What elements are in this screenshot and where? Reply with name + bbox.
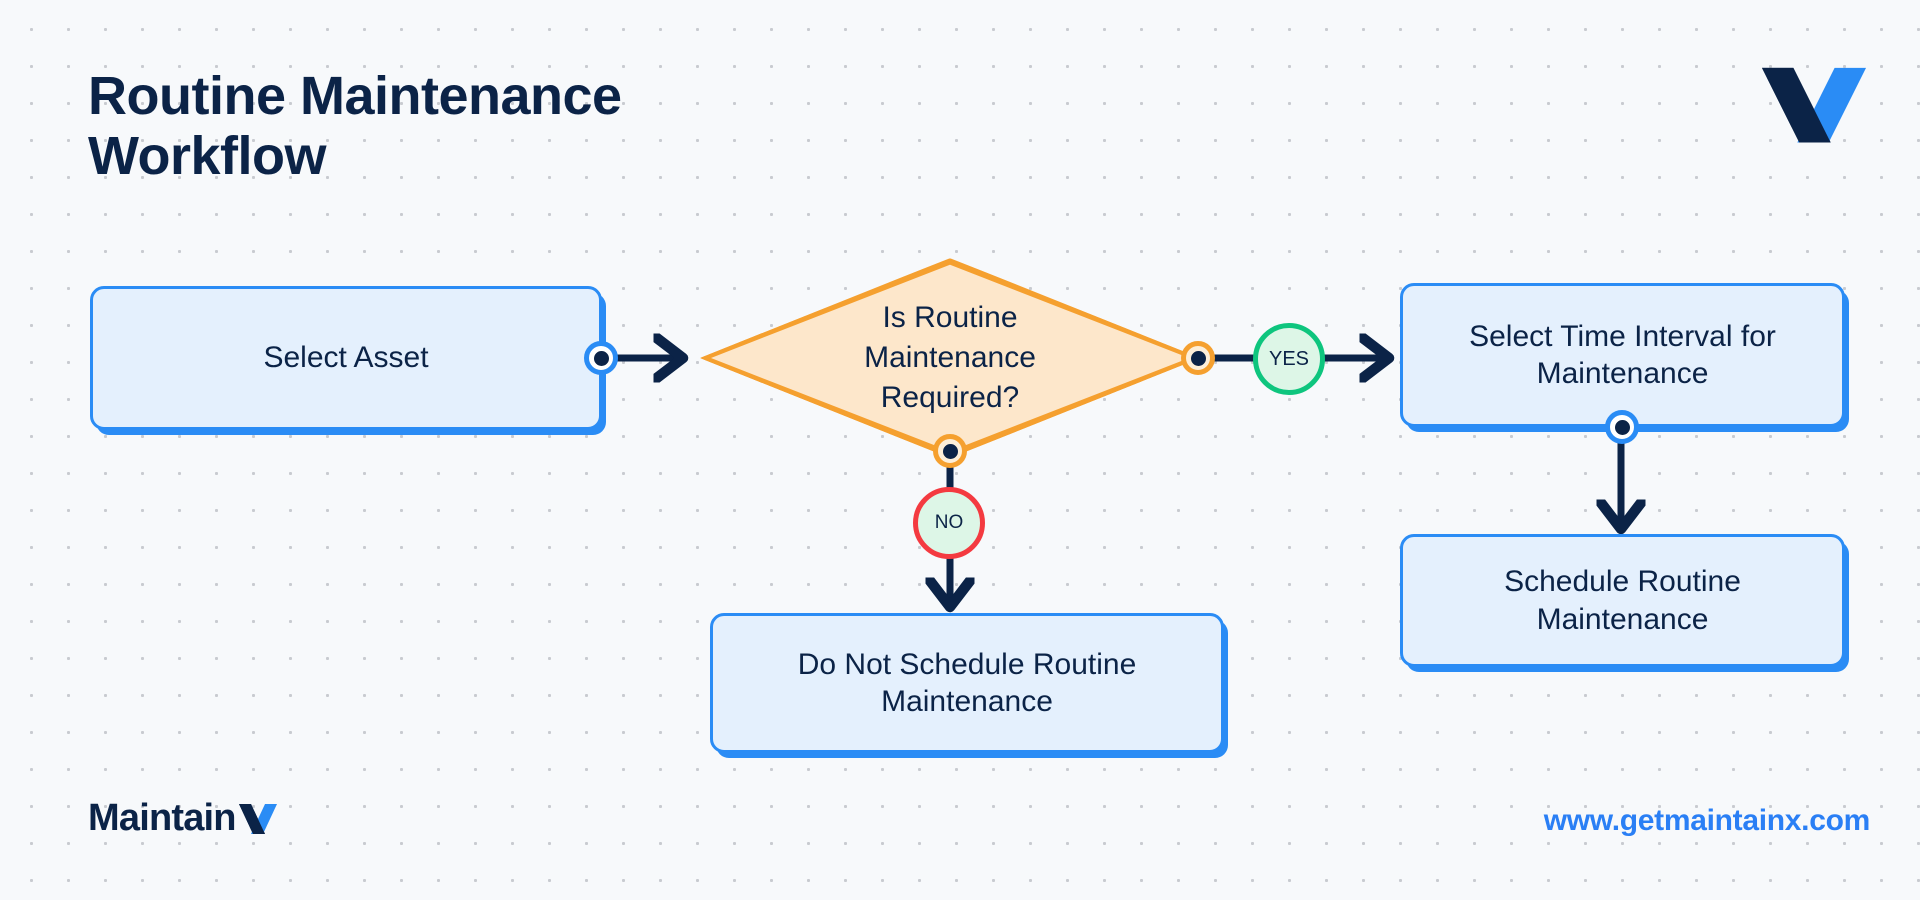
flow-node-schedule-routine-maintenance[interactable]: Schedule Routine Maintenance — [1400, 534, 1845, 667]
maintainx-wordmark: Maintain — [88, 797, 278, 840]
flow-node-do-not-schedule-routine-maintenance[interactable]: Do Not Schedule Routine Maintenance — [710, 613, 1224, 753]
flow-node-decision[interactable]: Is Routine Maintenance Required? — [700, 258, 1200, 458]
edge-badge-yes[interactable]: YES — [1253, 323, 1325, 395]
maintainx-x-logo-icon — [1760, 62, 1868, 148]
port-dot-select-asset-right[interactable] — [584, 341, 618, 375]
port-dot-decision-bottom[interactable] — [933, 434, 967, 468]
maintainx-x-logo-icon — [238, 803, 277, 834]
flow-node-select-time-interval[interactable]: Select Time Interval for Maintenance — [1400, 283, 1845, 427]
wordmark-text: Maintain — [88, 797, 237, 839]
page-title: Routine Maintenance Workflow — [88, 66, 622, 187]
website-url[interactable]: www.getmaintainx.com — [1543, 804, 1871, 837]
decision-label: Is Routine Maintenance Required? — [864, 301, 1036, 414]
port-dot-select-interval-bottom[interactable] — [1605, 410, 1639, 444]
edge-badge-no[interactable]: NO — [913, 487, 985, 559]
port-dot-decision-right[interactable] — [1181, 341, 1215, 375]
flow-node-select-asset[interactable]: Select Asset — [90, 286, 602, 430]
